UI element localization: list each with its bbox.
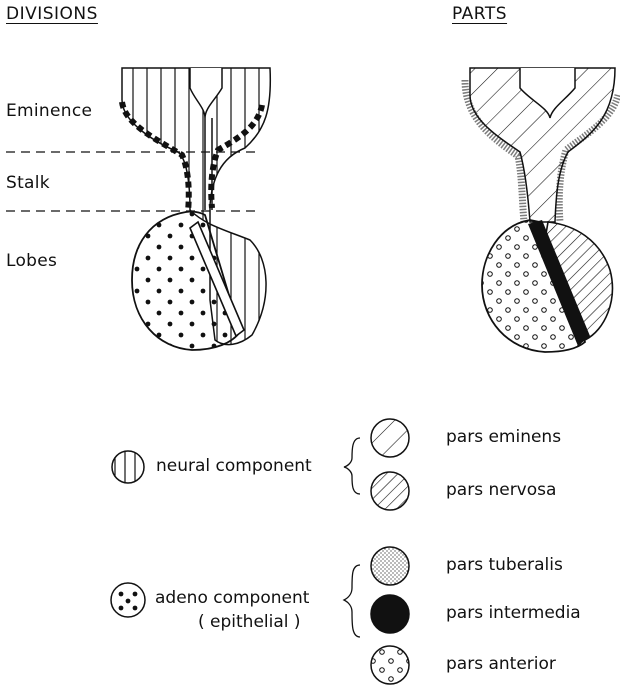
pars-anterior-label: pars anterior xyxy=(446,654,556,674)
stalk-label: Stalk xyxy=(6,173,50,193)
neural-component-label: neural component xyxy=(156,456,312,476)
neural-swatch xyxy=(112,451,144,483)
pars-nervosa-swatch xyxy=(371,472,409,510)
epithelial-label: ( epithelial ) xyxy=(198,612,301,632)
parts-figure xyxy=(465,68,618,352)
pars-eminens-swatch xyxy=(371,419,409,457)
pars-eminens-label: pars eminens xyxy=(446,427,561,447)
eminence-label: Eminence xyxy=(6,101,92,121)
pars-intermedia-label: pars intermedia xyxy=(446,603,581,623)
pars-intermedia-swatch xyxy=(371,595,409,633)
adeno-swatch xyxy=(111,583,145,617)
pars-tuberalis-swatch xyxy=(371,547,409,585)
lobes-label: Lobes xyxy=(6,251,57,271)
adeno-component-label: adeno component xyxy=(155,588,309,608)
pars-tuberalis-label: pars tuberalis xyxy=(446,555,563,575)
adeno-brace xyxy=(344,565,360,637)
pars-nervosa-label: pars nervosa xyxy=(446,480,556,500)
divisions-header: DIVISIONS xyxy=(6,4,98,24)
neural-brace xyxy=(344,438,360,494)
parts-header: PARTS xyxy=(452,4,507,24)
pars-anterior-swatch xyxy=(371,646,409,684)
